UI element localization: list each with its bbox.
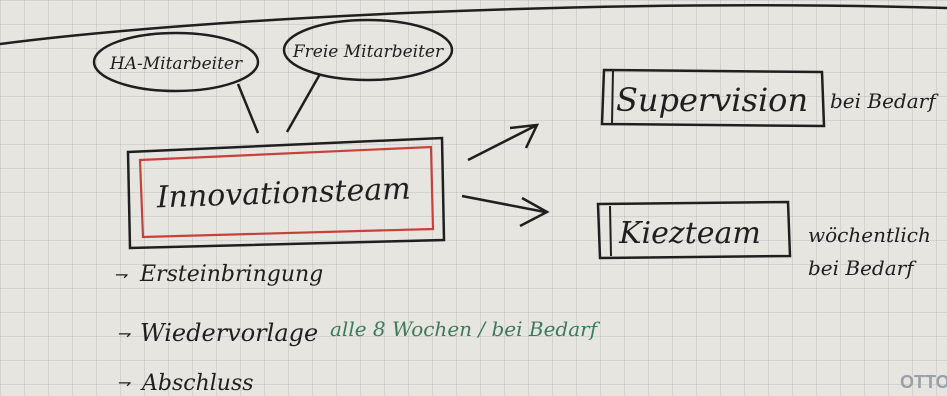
ha-mitarbeiter-ellipse [92, 31, 260, 93]
top-divider-line [0, 4, 947, 46]
step-ersteinbringung: Ersteinbringung [139, 262, 323, 287]
supervision-frequency-note: bei Bedarf [830, 89, 939, 113]
supervision-label: Supervision [616, 81, 808, 119]
step-wiedervorlage: Wiedervorlage [140, 319, 318, 347]
supervision-box [600, 68, 826, 128]
freie-mitarbeiter-label: Freie Mitarbeiter [292, 42, 444, 62]
arrow-to-supervision [467, 123, 540, 162]
ha-connector-line [236, 83, 260, 134]
supervision-box-inner-line [611, 69, 614, 125]
innovationsteam-box [126, 136, 446, 250]
step-abschluss: Abschluss [140, 371, 254, 396]
step-wiedervorlage-note: alle 8 Wochen / bei Bedarf [330, 317, 601, 341]
step-arrow: ⇁ [115, 265, 128, 284]
kiezteam-frequency-line1: wöchentlich [808, 223, 931, 247]
step-arrow: ⇁ [118, 373, 131, 392]
kiezteam-box-inner-line [609, 205, 612, 257]
innovationsteam-red-border [138, 145, 435, 239]
kiezteam-box [596, 200, 792, 260]
freie-connector-line [285, 73, 322, 133]
arrow-to-kiezteam [461, 194, 550, 228]
brand-logo: OTTO [900, 372, 947, 392]
innovationsteam-label: Innovationsteam [155, 172, 411, 216]
freie-mitarbeiter-ellipse [282, 18, 454, 82]
ha-mitarbeiter-label: HA-Mitarbeiter [109, 54, 243, 74]
kiezteam-frequency-line2: bei Bedarf [808, 256, 917, 280]
kiezteam-label: Kiezteam [618, 216, 761, 251]
step-arrow: ⇁ [118, 324, 131, 343]
